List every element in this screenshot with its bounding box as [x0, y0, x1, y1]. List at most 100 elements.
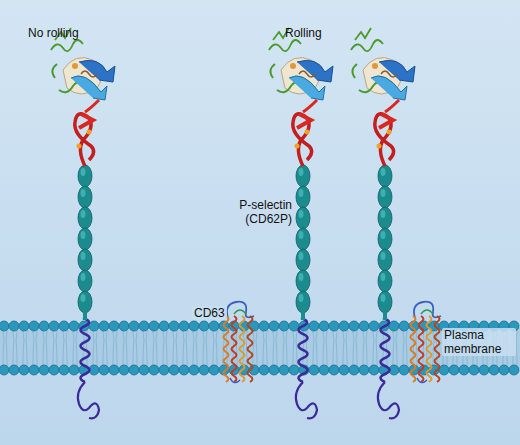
- egf-domain: [75, 114, 94, 166]
- tm-helix: [224, 316, 229, 382]
- cytoplasmic-tail: [78, 382, 99, 418]
- consensus-repeat: [378, 165, 392, 187]
- transmembrane-helix: [299, 318, 308, 382]
- lipid-head: [449, 365, 459, 375]
- lipid-head: [439, 365, 449, 375]
- lipid-head: [349, 321, 359, 331]
- consensus-repeat: [378, 207, 392, 229]
- lipid-head: [159, 321, 169, 331]
- consensus-repeat: [296, 186, 310, 208]
- consensus-repeat: [78, 228, 92, 250]
- consensus-repeat: [78, 270, 92, 292]
- lipid-head: [289, 365, 299, 375]
- lipid-head: [29, 321, 39, 331]
- lipid-head: [509, 365, 519, 375]
- lipid-head: [209, 321, 219, 331]
- highlight: [381, 168, 386, 176]
- ion: [290, 63, 296, 69]
- tm-helix: [248, 316, 253, 382]
- p-selectin-molecule: [51, 28, 115, 418]
- lipid-head: [329, 365, 339, 375]
- tm-helix: [240, 316, 245, 382]
- highlight: [381, 252, 386, 260]
- lipid-head: [99, 365, 109, 375]
- tm-helix: [419, 316, 424, 382]
- lipid-head: [309, 365, 319, 375]
- lipid-head: [129, 365, 139, 375]
- tm-helix: [435, 316, 440, 382]
- tm-helix: [411, 316, 416, 382]
- intracellular-loop: [417, 378, 427, 383]
- lipid-head: [259, 365, 269, 375]
- lipid-head: [359, 365, 369, 375]
- egf-strand: [297, 114, 311, 128]
- lipid-head: [49, 321, 59, 331]
- lipid-head: [389, 321, 399, 331]
- disulfide: [377, 144, 382, 149]
- highlight: [81, 294, 86, 302]
- lipid-head: [309, 321, 319, 331]
- highlight: [381, 189, 386, 197]
- consensus-repeat: [378, 186, 392, 208]
- egf-strand: [79, 114, 93, 128]
- egf-strand: [379, 114, 393, 128]
- lipid-head: [169, 365, 179, 375]
- cd63-molecule: [224, 302, 255, 383]
- linker: [85, 100, 99, 112]
- lipid-head: [149, 365, 159, 375]
- consensus-repeat: [378, 228, 392, 250]
- lipid-head: [189, 321, 199, 331]
- lipid-head: [119, 365, 129, 375]
- lipid-head: [329, 321, 339, 331]
- consensus-repeat: [78, 291, 92, 313]
- egf-domain: [293, 114, 312, 166]
- lipid-head: [349, 365, 359, 375]
- highlight: [299, 273, 304, 281]
- membrane-core: [0, 328, 520, 368]
- lipid-head: [499, 365, 509, 375]
- highlight: [81, 210, 86, 218]
- lipid-head: [399, 321, 409, 331]
- stalk-end: [301, 310, 305, 320]
- lipid-head: [49, 365, 59, 375]
- consensus-repeat: [78, 165, 92, 187]
- highlight: [299, 294, 304, 302]
- lipid-head: [169, 321, 179, 331]
- beta-sheet: [289, 76, 325, 100]
- disulfide: [305, 130, 310, 135]
- stalk-end: [383, 310, 387, 320]
- consensus-repeat: [78, 207, 92, 229]
- lipid-head: [469, 365, 479, 375]
- lipid-head: [99, 321, 109, 331]
- lipid-head: [149, 321, 159, 331]
- protein-label: P-selectin (CD62P): [228, 198, 292, 226]
- linker: [385, 100, 399, 112]
- lipid-head: [39, 365, 49, 375]
- lipid-head: [9, 365, 19, 375]
- highlight: [299, 231, 304, 239]
- lipid-head: [139, 321, 149, 331]
- loop: [81, 71, 97, 77]
- lipid-head: [29, 365, 39, 375]
- lipid-head: [279, 321, 289, 331]
- lipid-head: [179, 321, 189, 331]
- lipid-head: [459, 365, 469, 375]
- consensus-repeat: [296, 228, 310, 250]
- ion: [372, 63, 378, 69]
- loop: [234, 310, 246, 314]
- disulfide: [77, 144, 82, 149]
- lipid-head: [59, 321, 69, 331]
- highlight: [299, 252, 304, 260]
- lipid-head: [269, 321, 279, 331]
- consensus-repeat: [378, 270, 392, 292]
- lipid-head: [109, 321, 119, 331]
- consensus-repeat: [296, 249, 310, 271]
- lipid-head: [339, 365, 349, 375]
- lipid-head: [259, 321, 269, 331]
- lipid-head: [129, 321, 139, 331]
- lipid-heads: [0, 321, 519, 375]
- lipid-head: [0, 365, 9, 375]
- lipid-head: [159, 365, 169, 375]
- protein-label: CD63: [192, 306, 227, 320]
